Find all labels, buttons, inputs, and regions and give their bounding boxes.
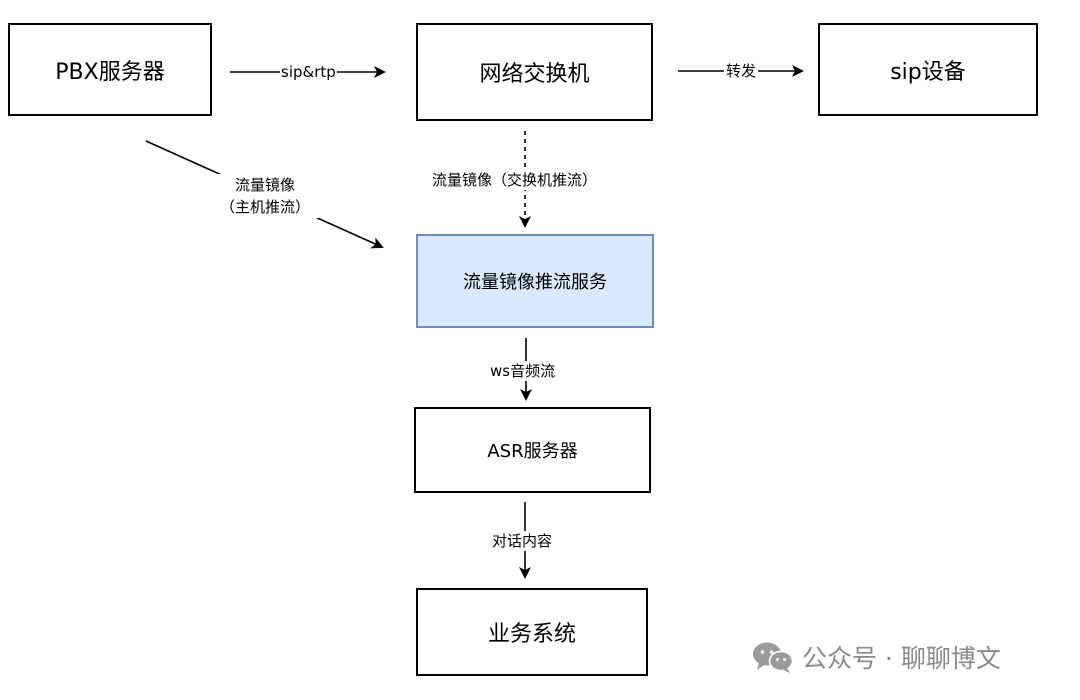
- edge-label-switch-mirror: 流量镜像（交换机推流）: [430, 170, 600, 190]
- node-business-system-label: 业务系统: [487, 622, 576, 647]
- edge-label-host-mirror: 流量镜像 （主机推流）: [210, 174, 320, 218]
- node-asr-server: ASR服务器: [414, 407, 651, 493]
- node-pbx-server: PBX服务器: [8, 23, 212, 116]
- edge-label-sip-rtp: sip&rtp: [280, 62, 337, 82]
- edge-label-forward: 转发: [724, 61, 759, 81]
- node-asr-server-label: ASR服务器: [487, 441, 578, 462]
- node-mirror-service-label: 流量镜像推流服务: [463, 272, 607, 293]
- node-sip-device: sip设备: [818, 23, 1038, 116]
- node-business-system: 业务系统: [416, 588, 648, 676]
- node-pbx-server-label: PBX服务器: [55, 59, 165, 85]
- watermark-text: 公众号 · 聊聊博文: [802, 644, 1001, 673]
- node-network-switch: 网络交换机: [416, 23, 653, 121]
- edge-label-host-mirror-line1: 流量镜像: [234, 176, 295, 194]
- watermark: 公众号 · 聊聊博文: [752, 637, 1001, 677]
- node-sip-device-label: sip设备: [890, 59, 966, 85]
- edge-label-ws-audio: ws音频流: [488, 361, 558, 381]
- edge-label-dialog-content: 对话内容: [490, 531, 555, 551]
- node-network-switch-label: 网络交换机: [479, 62, 590, 87]
- node-mirror-service: 流量镜像推流服务: [416, 234, 654, 328]
- wechat-icon: [753, 642, 794, 673]
- edge-label-host-mirror-line2: （主机推流）: [219, 198, 310, 216]
